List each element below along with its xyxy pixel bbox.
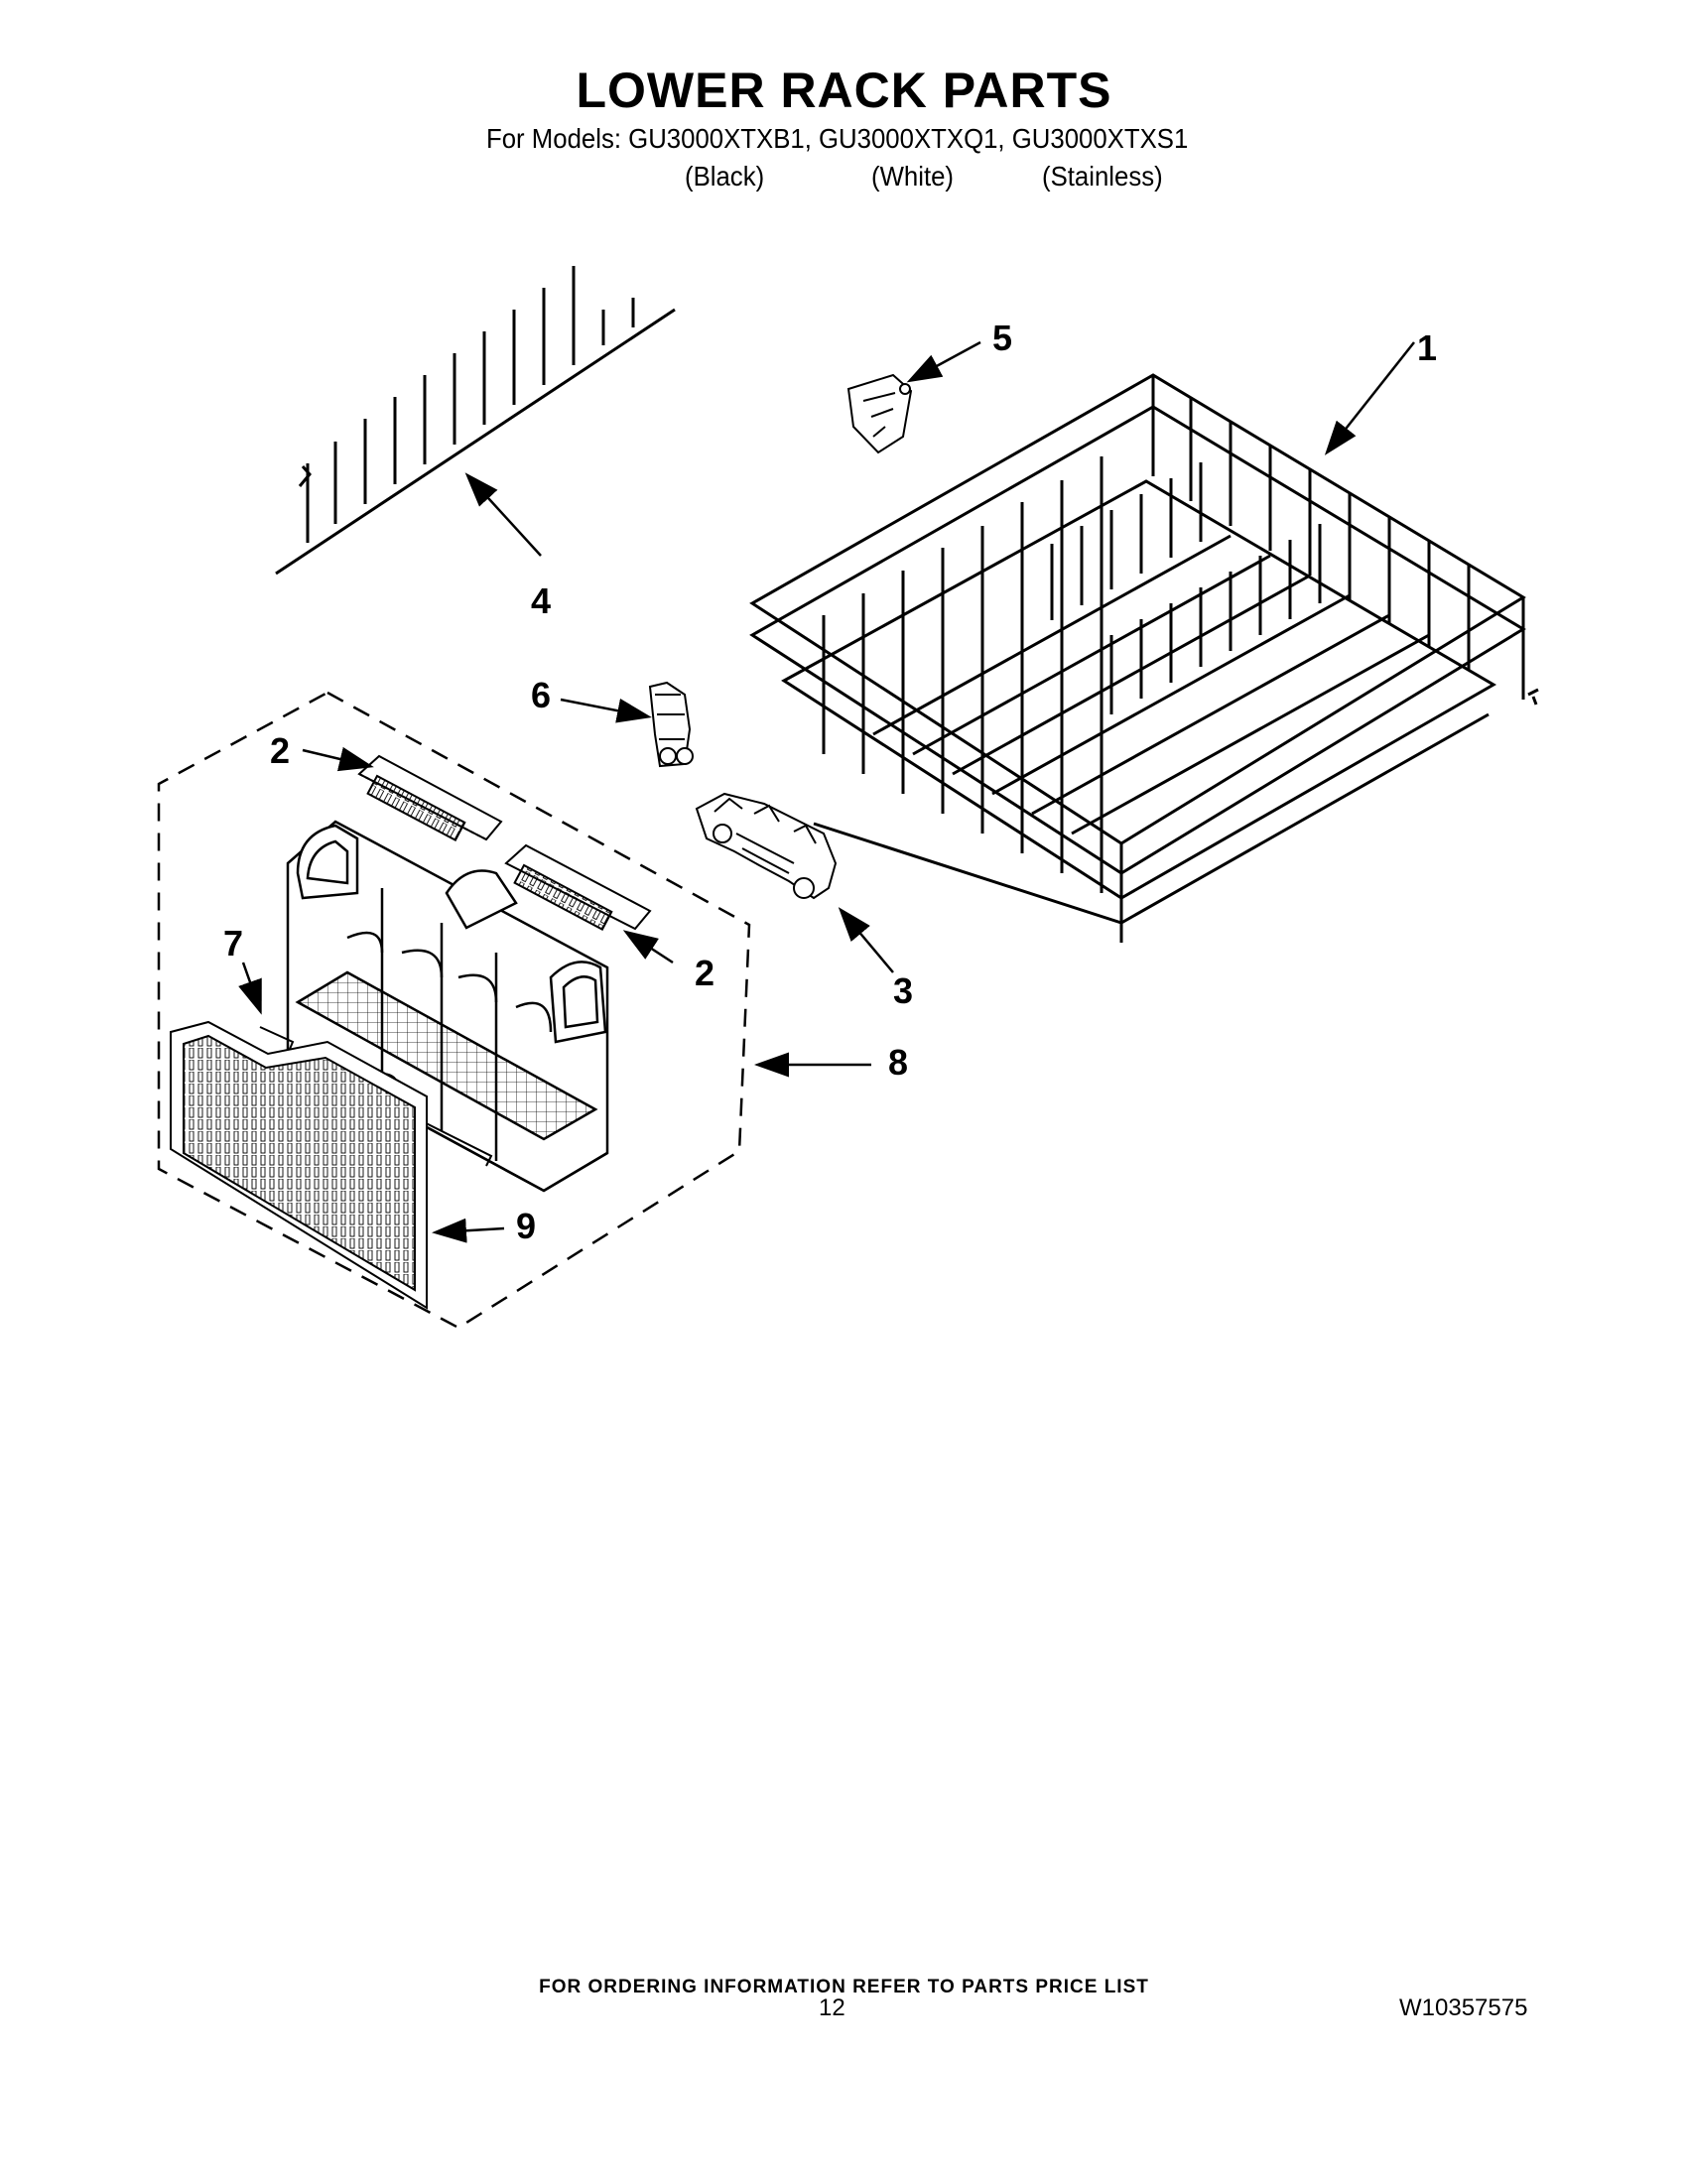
- page-number: 12: [819, 1994, 845, 2021]
- part-2-shelf-right: [504, 843, 652, 931]
- callout-2-left: 2: [270, 730, 291, 771]
- models-line: For Models: GU3000XTXB1, GU3000XTXQ1, GU…: [486, 123, 1189, 154]
- callout-8: 8: [888, 1042, 909, 1083]
- part-1-lower-rack: [749, 373, 1539, 943]
- part-9-grille-panel: [170, 1020, 428, 1310]
- callout-6: 6: [531, 675, 552, 715]
- callout-7: 7: [223, 923, 244, 964]
- part-3-wheel-assembly: [695, 792, 838, 900]
- ordering-note: FOR ORDERING INFORMATION REFER TO PARTS …: [539, 1977, 1149, 1997]
- leader-7: [238, 962, 262, 1015]
- callout-5: 5: [992, 318, 1013, 358]
- leader-2b: [622, 930, 674, 964]
- leader-4: [464, 472, 542, 557]
- callout-9: 9: [516, 1206, 537, 1246]
- leader-3: [838, 907, 894, 973]
- leader-9: [432, 1218, 505, 1243]
- variant-white: (White): [871, 161, 955, 192]
- variant-stainless: (Stainless): [1042, 161, 1163, 192]
- leader-5: [906, 340, 981, 383]
- page-title: LOWER RACK PARTS: [576, 63, 1112, 118]
- part-8-assembly-boundary: [157, 691, 751, 1330]
- callout-1: 1: [1417, 327, 1438, 368]
- leader-6: [560, 698, 652, 723]
- leader-1: [1324, 341, 1415, 455]
- part-4-tine-row: [275, 266, 676, 576]
- callout-3: 3: [893, 970, 914, 1011]
- document-number: W10357575: [1399, 1994, 1528, 2021]
- part-6-clip: [648, 681, 694, 768]
- part-5-clip: [846, 373, 913, 454]
- callout-2-right: 2: [695, 953, 715, 993]
- leader-2a: [302, 746, 374, 772]
- part-2-shelf-left: [357, 754, 503, 841]
- variant-black: (Black): [685, 161, 765, 192]
- callout-4: 4: [531, 580, 552, 621]
